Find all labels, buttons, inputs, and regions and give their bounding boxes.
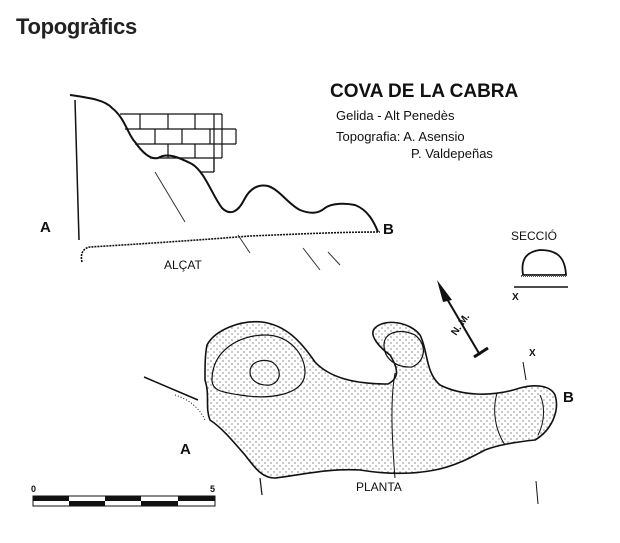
map-location: Gelida - Alt Penedès (336, 108, 455, 123)
section-mark: X (512, 292, 519, 303)
plan-label: PLANTA (356, 480, 402, 494)
plan-view: X A B PLANTA (143, 320, 574, 505)
north-label: N. M. (449, 312, 472, 338)
profile-point-a: A (40, 219, 51, 236)
scale-start: 0 (31, 484, 36, 494)
survey-author-second: P. Valdepeñas (411, 146, 493, 161)
north-arrow: N. M. (437, 280, 489, 359)
profile-point-b: B (383, 221, 394, 238)
section-label: SECCIÓ (511, 228, 557, 243)
survey-authors: Topografia: A. Asensio (336, 129, 465, 144)
plan-point-b: B (563, 389, 574, 406)
page-heading: Topogràfics (16, 14, 137, 39)
brick-wall (120, 113, 237, 173)
profile-section: A B ALÇAT (40, 94, 394, 272)
plan-section-mark: X (529, 348, 536, 359)
scale-end: 5 (210, 484, 215, 494)
map-title: COVA DE LA CABRA (330, 81, 519, 102)
profile-label: ALÇAT (164, 258, 202, 272)
plan-point-a: A (180, 441, 191, 458)
cross-section: SECCIÓ X (511, 228, 568, 303)
scale-bar: 0 5 (31, 484, 216, 507)
profile-ceiling (69, 94, 379, 233)
cave-outline (204, 320, 558, 479)
